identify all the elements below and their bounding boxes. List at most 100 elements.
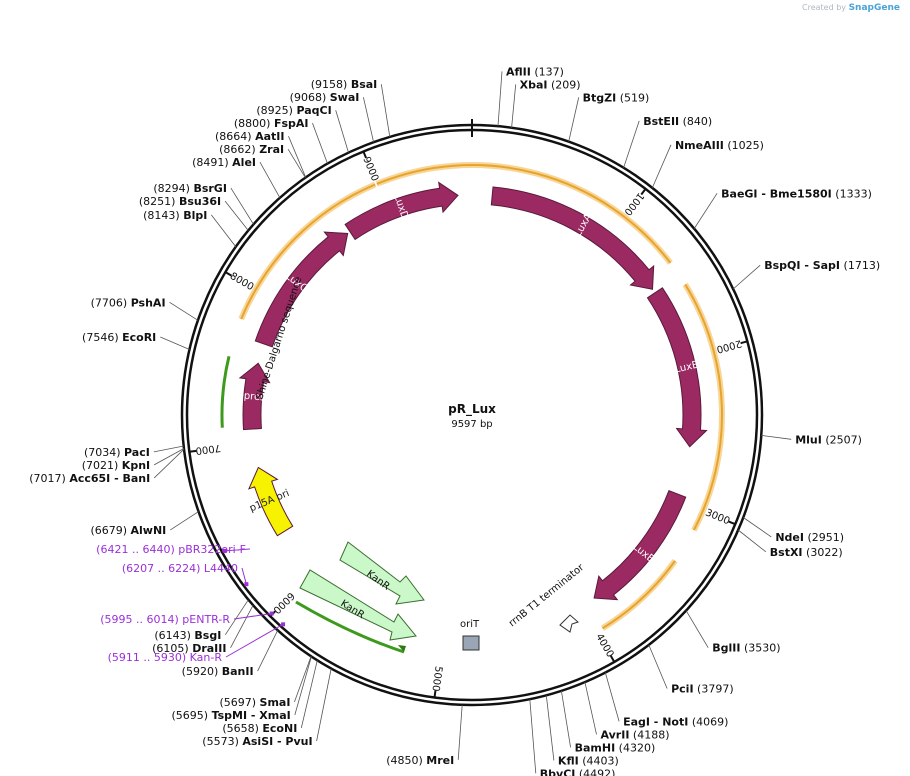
site-label: (8800) FspAI bbox=[234, 117, 309, 130]
primer-group: (6421 .. 6440) pBR322ori-F (6207 .. 6224)… bbox=[96, 543, 286, 664]
orange-track-halo bbox=[238, 181, 377, 321]
primer-marker bbox=[222, 548, 227, 553]
site-label: (4850) MreI bbox=[386, 754, 454, 767]
site-position: (8664) bbox=[215, 130, 255, 143]
site-leader-line bbox=[224, 599, 249, 636]
site-label: BglII (3530) bbox=[712, 642, 780, 655]
plasmid-name: pR_Lux bbox=[448, 402, 496, 417]
site-position: (6679) bbox=[90, 524, 130, 537]
tick-mark bbox=[740, 340, 749, 345]
kanr-arrow-1: KanR bbox=[339, 541, 425, 605]
site-position: (8662) bbox=[219, 143, 259, 156]
orit-box bbox=[462, 635, 480, 651]
site-position: (519) bbox=[616, 91, 649, 104]
site-leader-line bbox=[153, 448, 185, 479]
site-name: AflII bbox=[506, 65, 531, 78]
site-position: (2951) bbox=[804, 531, 844, 544]
site-leader-line bbox=[584, 682, 597, 735]
plasmid-size: 9597 bp bbox=[451, 419, 492, 430]
site-name: EcoRI bbox=[122, 331, 156, 344]
site-name: TspMI - XmaI bbox=[212, 709, 291, 722]
site-label: BbvCI (4492) bbox=[540, 767, 616, 776]
site-leader-line bbox=[363, 97, 374, 143]
kanr-green-track bbox=[295, 600, 405, 654]
site-position: (4850) bbox=[386, 754, 426, 767]
tick-label: 9000 bbox=[360, 155, 380, 183]
lambda-green-track bbox=[220, 355, 231, 428]
site-name: PacI bbox=[124, 446, 150, 459]
primer-label: (6421 .. 6440) pBR322ori-F bbox=[96, 543, 246, 556]
site-position: (5573) bbox=[202, 735, 242, 748]
site-name: BtgZI bbox=[583, 91, 617, 104]
site-name: FspAI bbox=[274, 117, 309, 130]
tick-mark bbox=[640, 187, 647, 196]
site-label: XbaI (209) bbox=[520, 78, 581, 91]
site-position: (8800) bbox=[234, 117, 274, 130]
site-leader-line bbox=[224, 200, 249, 231]
site-leader-line bbox=[648, 644, 668, 689]
site-position: (7017) bbox=[29, 472, 69, 485]
site-label: (7546) EcoRI bbox=[82, 331, 156, 344]
site-position: (5695) bbox=[172, 709, 212, 722]
site-label: (7017) Acc65I - BanI bbox=[29, 472, 150, 485]
tick-mark bbox=[728, 520, 737, 526]
site-name: PshAI bbox=[131, 296, 166, 309]
site-position: (5920) bbox=[182, 665, 222, 678]
site-label: AvrII (4188) bbox=[601, 728, 670, 741]
site-label: (8491) AleI bbox=[192, 156, 256, 169]
feature-label-5: λ repressor bbox=[224, 389, 282, 405]
site-position: (4403) bbox=[579, 754, 619, 767]
orit-label: oriT bbox=[460, 619, 480, 630]
site-label: BstXI (3022) bbox=[770, 546, 843, 559]
watermark-prefix: Created by bbox=[802, 3, 847, 12]
site-label: NmeAIII (1025) bbox=[675, 139, 764, 152]
tick-mark bbox=[188, 449, 197, 453]
site-name: KpnI bbox=[122, 459, 150, 472]
tick-label: 1000 bbox=[622, 190, 646, 217]
site-name: BbvCI bbox=[540, 767, 576, 776]
site-position: (5697) bbox=[219, 696, 259, 709]
orange-track-arc bbox=[240, 183, 376, 320]
site-label: (5920) BanII bbox=[182, 665, 254, 678]
tick-mark bbox=[433, 690, 437, 699]
watermark-brand: SnapGene bbox=[848, 3, 900, 13]
site-leader-line bbox=[294, 656, 312, 703]
site-label: (7021) KpnI bbox=[82, 459, 150, 472]
site-leader-line bbox=[545, 695, 555, 761]
site-name: SmaI bbox=[260, 696, 291, 709]
site-leader-line bbox=[170, 511, 199, 531]
feature-arrow-5 bbox=[238, 362, 271, 431]
site-name: Acc65I - BanI bbox=[69, 472, 150, 485]
feature-arrow-3 bbox=[593, 490, 687, 601]
feature-label-2: LuxB bbox=[674, 359, 700, 375]
site-position: (840) bbox=[679, 115, 712, 128]
site-position: (1713) bbox=[840, 259, 880, 272]
orange-track-arc bbox=[376, 164, 672, 264]
site-label: KflI (4403) bbox=[558, 754, 619, 767]
site-label: (8662) ZraI bbox=[219, 143, 284, 156]
primer-marker bbox=[244, 582, 249, 587]
site-leader-line bbox=[604, 672, 620, 722]
site-leader-line bbox=[287, 148, 306, 178]
site-position: (8294) bbox=[153, 182, 193, 195]
site-leader-line bbox=[685, 610, 709, 648]
site-label: (7034) PacI bbox=[84, 446, 150, 459]
tick-mark bbox=[609, 655, 616, 664]
site-label: (5697) SmaI bbox=[219, 696, 290, 709]
site-name: MluI bbox=[795, 433, 822, 446]
site-leader-line bbox=[732, 264, 761, 290]
primer-label: (6207 .. 6224) L4440 bbox=[122, 562, 238, 575]
site-name: PciI bbox=[671, 682, 693, 695]
site-position: (8251) bbox=[139, 195, 179, 208]
site-name: BsrGI bbox=[193, 182, 226, 195]
site-leader-line bbox=[259, 162, 281, 198]
site-position: (137) bbox=[531, 65, 564, 78]
site-leader-line bbox=[380, 84, 391, 137]
site-name: XbaI bbox=[520, 78, 548, 91]
site-label: (8925) PaqCI bbox=[256, 104, 331, 117]
site-label: (5695) TspMI - XmaI bbox=[172, 709, 291, 722]
site-leader-line bbox=[737, 529, 767, 553]
site-name: EcoNI bbox=[262, 722, 297, 735]
site-name: NdeI bbox=[775, 531, 804, 544]
feature-arrow-2 bbox=[646, 287, 708, 448]
